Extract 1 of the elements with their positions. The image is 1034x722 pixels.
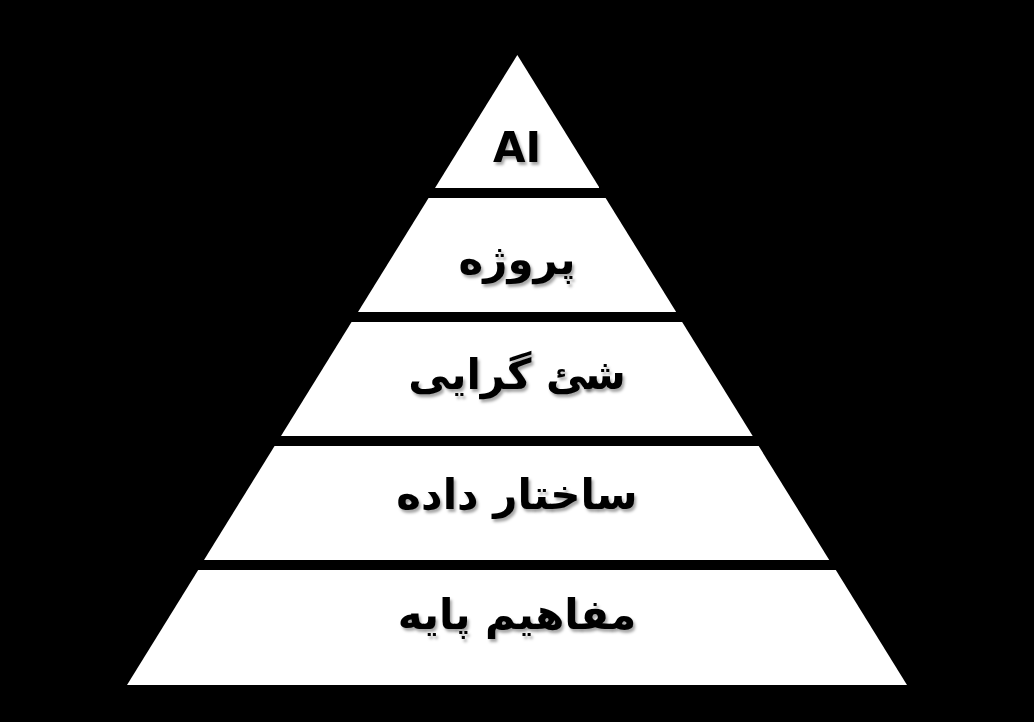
tier-label: AI (492, 126, 542, 169)
